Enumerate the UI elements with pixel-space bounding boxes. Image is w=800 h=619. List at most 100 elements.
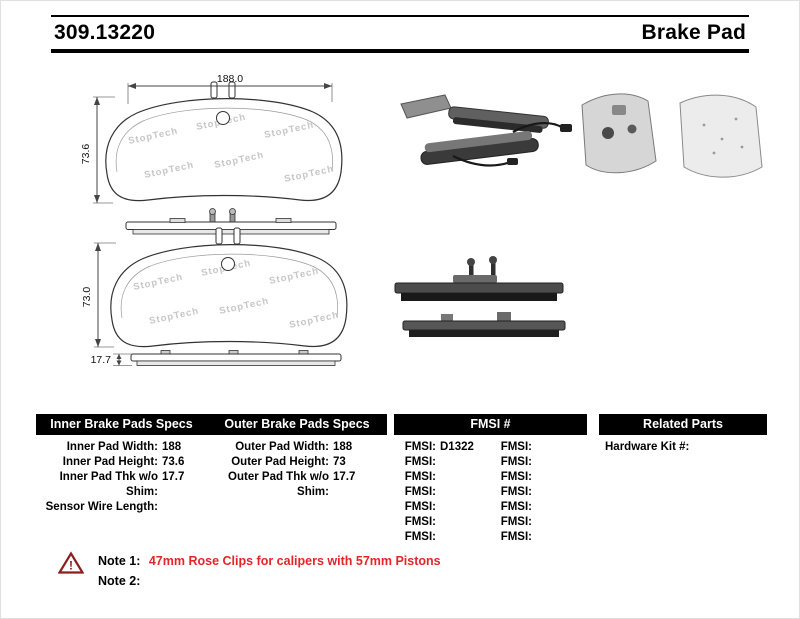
spec-label: FMSI: — [404, 531, 436, 543]
dimension-width: 188.0 — [127, 73, 333, 104]
abutment-clip-photo — [400, 94, 452, 119]
inner-specs-header: Inner Brake Pads Specs — [36, 414, 207, 435]
fmsi-row: FMSI: D1322 — [394, 440, 490, 455]
spec-label: FMSI: — [500, 471, 532, 483]
fmsi-row: FMSI: — [490, 455, 586, 470]
sensor-wire — [512, 122, 564, 133]
spec-value: 73 — [333, 456, 346, 468]
spec-value: D1322 — [440, 441, 474, 453]
inner-specs-column: Inner Brake Pads Specs Inner Pad Width: … — [36, 414, 207, 515]
figures-area: StopTech StopTech StopTech StopTech Stop… — [1, 56, 799, 408]
spec-label: FMSI: — [404, 486, 436, 498]
note-1-label: Note 1: — [98, 554, 141, 568]
fmsi-row: FMSI: — [394, 470, 490, 485]
fmsi-row: FMSI: — [394, 485, 490, 500]
dimension-height-outer: 73.0 — [81, 242, 116, 348]
fmsi-row: FMSI: — [394, 515, 490, 530]
note-2-label: Note 2: — [98, 574, 141, 588]
spec-label: Inner Pad Width: — [66, 441, 158, 453]
spec-row: Sensor Wire Length: — [36, 500, 207, 515]
spec-table: Inner Brake Pads Specs Inner Pad Width: … — [1, 414, 799, 549]
pad-pin — [215, 227, 223, 245]
fmsi-row: FMSI: — [490, 515, 586, 530]
pad-top-view — [125, 208, 337, 235]
sensor-hole — [216, 111, 230, 125]
spec-label: FMSI: — [500, 516, 532, 528]
related-parts-column: Related Parts Hardware Kit #: — [599, 414, 767, 455]
sensor-connector — [507, 158, 518, 165]
spec-row: Hardware Kit #: — [599, 440, 767, 455]
fmsi-row: FMSI: — [490, 530, 586, 545]
spec-row: Inner Pad Width: 188 — [36, 440, 207, 455]
spec-row: Inner Pad Height: 73.6 — [36, 455, 207, 470]
page-header: 309.13220 Brake Pad — [51, 15, 749, 53]
photo-pad-pair — [581, 93, 763, 178]
fmsi-row: FMSI: — [394, 455, 490, 470]
pad-side-view — [130, 350, 342, 366]
spec-label: FMSI: — [404, 441, 436, 453]
fmsi-row: FMSI: — [490, 470, 586, 485]
spec-row: Outer Pad Height: 73 — [207, 455, 387, 470]
photo-pad-profiles — [394, 256, 566, 337]
pad-front-view-2: StopTech StopTech StopTech StopTech Stop… — [110, 227, 348, 348]
spec-label: FMSI: — [404, 471, 436, 483]
fmsi-row: FMSI: — [490, 500, 586, 515]
spec-row: Outer Pad Thk w/o Shim: 17.7 — [207, 470, 387, 500]
page-title: Brake Pad — [641, 21, 746, 44]
spec-value: 17.7 — [162, 471, 185, 483]
outer-specs-column: Outer Brake Pads Specs Outer Pad Width: … — [207, 414, 387, 500]
fmsi-subcolumn-2: FMSI: FMSI: FMSI: FMSI: — [490, 440, 586, 545]
dim-label-height-inner: 73.6 — [80, 144, 92, 165]
svg-text:!: ! — [69, 559, 73, 573]
fmsi-row: FMSI: — [394, 500, 490, 515]
related-parts-header: Related Parts — [599, 414, 767, 435]
note-1: Note 1: 47mm Rose Clips for calipers wit… — [98, 551, 441, 571]
note-lines: Note 1: 47mm Rose Clips for calipers wit… — [98, 551, 441, 591]
dimension-thickness: 17.7 — [91, 353, 132, 366]
pad-front-view-1: StopTech StopTech StopTech StopTech Stop… — [105, 81, 343, 202]
dim-label-width: 188.0 — [217, 73, 243, 85]
spec-value: 188 — [333, 441, 353, 453]
spec-label: Outer Pad Thk w/o Shim: — [228, 471, 329, 498]
spec-label: FMSI: — [404, 456, 436, 468]
spec-label: FMSI: — [500, 531, 532, 543]
sensor-hole — [221, 257, 235, 271]
spec-label: FMSI: — [500, 441, 532, 453]
dim-label-thickness: 17.7 — [91, 354, 112, 366]
spec-value: 17.7 — [333, 471, 356, 483]
dim-label-height-outer: 73.0 — [81, 287, 93, 308]
figures-svg: StopTech StopTech StopTech StopTech Stop… — [80, 73, 763, 366]
notes-section: ! Note 1: 47mm Rose Clips for calipers w… — [58, 551, 441, 591]
fmsi-header: FMSI # — [394, 414, 587, 435]
note-2: Note 2: — [98, 571, 441, 591]
spec-label: FMSI: — [404, 501, 436, 513]
spec-row: Outer Pad Width: 188 — [207, 440, 387, 455]
header-row: 309.13220 Brake Pad — [51, 17, 749, 49]
photo-pads-sensors — [400, 94, 572, 167]
part-number: 309.13220 — [54, 21, 156, 44]
sensor-connector — [560, 124, 572, 132]
outer-specs-header: Outer Brake Pads Specs — [207, 414, 387, 435]
spec-label: FMSI: — [404, 516, 436, 528]
fmsi-subcolumn-1: FMSI: D1322 FMSI: FMSI: FMSI: — [394, 440, 490, 545]
note-1-text: 47mm Rose Clips for calipers with 57mm P… — [148, 554, 441, 568]
spec-label: Inner Pad Height: — [62, 456, 158, 468]
spec-value: 188 — [162, 441, 182, 453]
fmsi-row: FMSI: — [490, 485, 586, 500]
spec-label: Hardware Kit #: — [605, 441, 690, 453]
spec-value: 73.6 — [162, 456, 185, 468]
spec-label: Outer Pad Height: — [231, 456, 329, 468]
spec-label: Inner Pad Thk w/o Shim: — [59, 471, 158, 498]
spec-label: FMSI: — [500, 501, 532, 513]
warning-icon: ! — [58, 551, 84, 574]
spec-label: Sensor Wire Length: — [45, 501, 158, 513]
sensor-wire — [452, 155, 512, 167]
dimension-height-inner: 73.6 — [80, 96, 115, 204]
spec-row: Inner Pad Thk w/o Shim: 17.7 — [36, 470, 207, 500]
spec-label: FMSI: — [500, 456, 532, 468]
pad-pin — [233, 227, 241, 245]
spec-label: Outer Pad Width: — [235, 441, 329, 453]
fmsi-row: FMSI: — [394, 530, 490, 545]
fmsi-row: FMSI: — [490, 440, 586, 455]
